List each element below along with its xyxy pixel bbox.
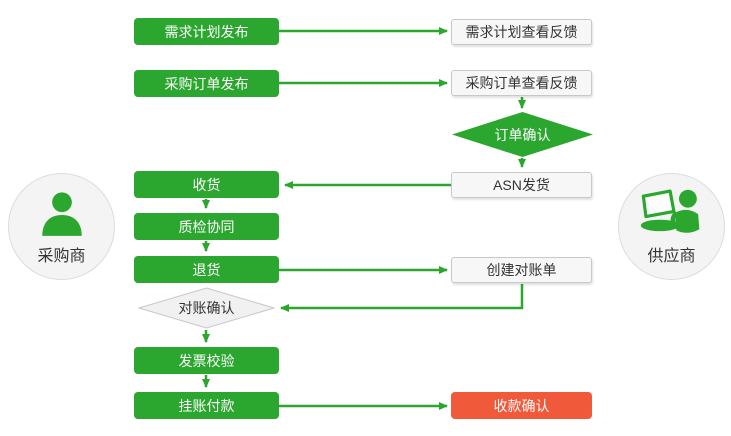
- flow-node-payment-receipt-confirm: 收款确认: [451, 392, 592, 419]
- person-laptop-icon: [637, 186, 707, 247]
- node-label: 采购订单查看反馈: [465, 75, 578, 91]
- node-label: 收款确认: [493, 397, 550, 414]
- actor-buyer: 采购商: [8, 173, 115, 280]
- flow-node-invoice-verification: 发票校验: [134, 347, 279, 374]
- flow-node-purchase-order-feedback: 采购订单查看反馈: [451, 70, 592, 96]
- flow-node-pending-payment: 挂账付款: [134, 392, 279, 419]
- node-label: 质检协同: [178, 218, 235, 235]
- node-label: 发票校验: [178, 352, 235, 369]
- flow-node-goods-return: 退货: [134, 256, 279, 283]
- flow-node-demand-plan-feedback: 需求计划查看反馈: [451, 19, 592, 45]
- decision-label: 订单确认: [494, 126, 551, 143]
- flow-node-goods-receipt: 收货: [134, 171, 279, 198]
- node-label: ASN发货: [493, 177, 550, 193]
- node-label: 退货: [192, 261, 221, 278]
- actor-supplier-label: 供应商: [647, 248, 696, 265]
- diamond-shape: [138, 287, 275, 329]
- actor-supplier: 供应商: [618, 173, 725, 280]
- decision-label: 对账确认: [178, 300, 235, 316]
- flow-node-purchase-order-publish: 采购订单发布: [134, 70, 279, 97]
- person-icon: [33, 186, 91, 249]
- node-label: 采购订单发布: [164, 75, 249, 92]
- diamond-shape: [452, 112, 593, 157]
- decision-order-confirm: 订单确认: [452, 112, 593, 157]
- flow-node-demand-plan-publish: 需求计划发布: [134, 18, 279, 45]
- flow-node-asn-shipping: ASN发货: [451, 172, 592, 198]
- node-label: 需求计划发布: [164, 23, 249, 40]
- actor-buyer-label: 采购商: [37, 248, 86, 265]
- flow-node-quality-inspection: 质检协同: [134, 213, 279, 240]
- node-label: 收货: [192, 176, 221, 193]
- decision-statement-confirm: 对账确认: [138, 287, 275, 329]
- node-label: 创建对账单: [486, 262, 557, 278]
- flow-node-create-statement: 创建对账单: [451, 257, 592, 283]
- node-label: 需求计划查看反馈: [465, 24, 578, 40]
- node-label: 挂账付款: [178, 397, 235, 414]
- arrow-statement-to-statement-confirm: [280, 284, 524, 312]
